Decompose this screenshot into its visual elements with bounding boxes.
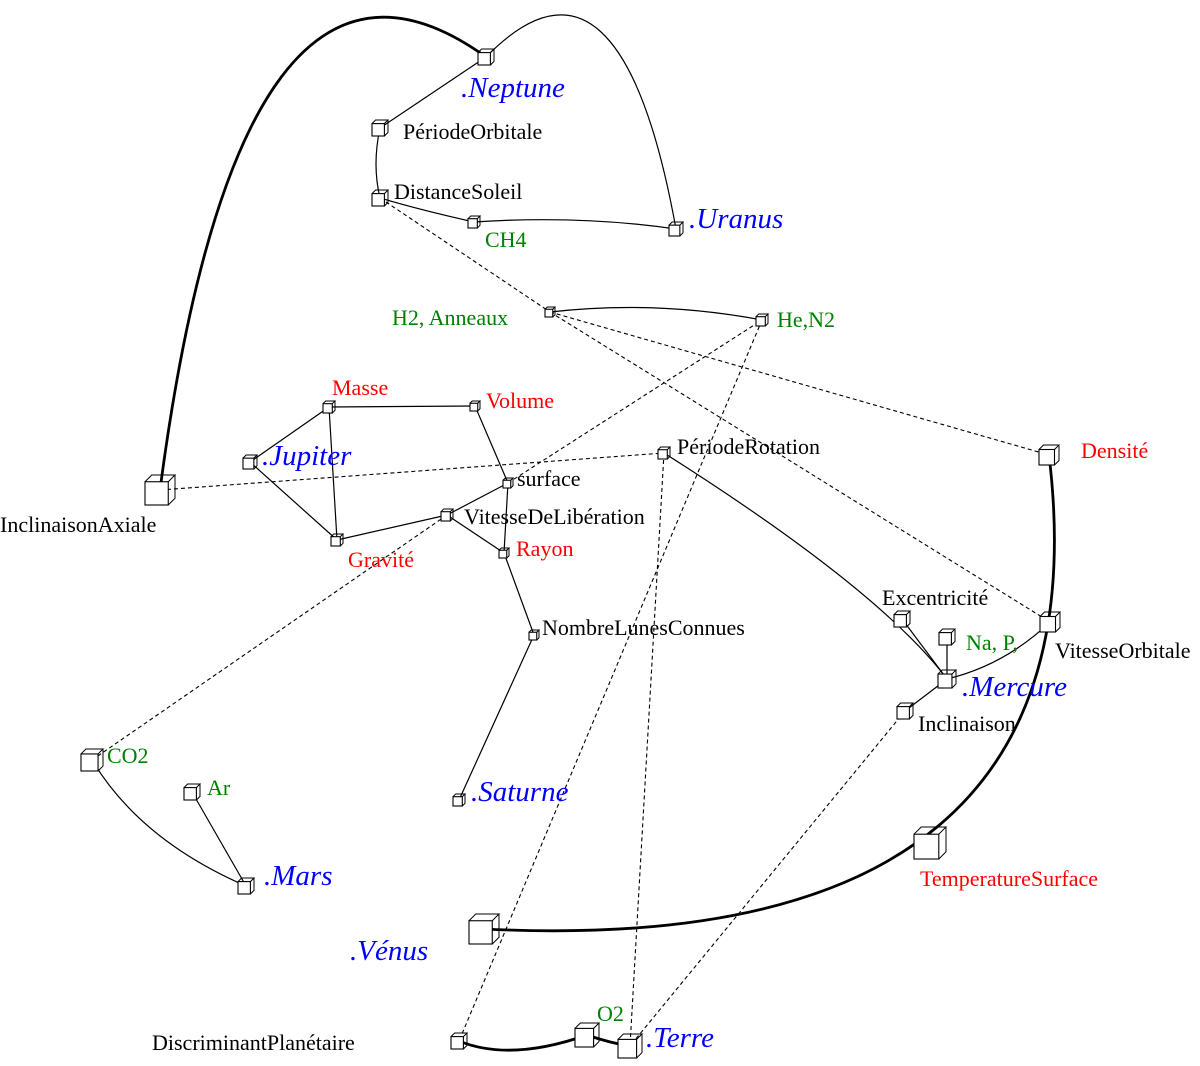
edges-layer bbox=[91, 14, 1056, 1052]
node-gravite[interactable] bbox=[330, 533, 345, 547]
node-vitesse-orbitale[interactable] bbox=[1039, 611, 1062, 633]
node-distance-soleil[interactable] bbox=[371, 189, 390, 207]
node-inclinaison-axiale[interactable] bbox=[144, 474, 177, 506]
edge-periode-rotation-to-terre bbox=[629, 452, 665, 1047]
node-discriminant[interactable] bbox=[450, 1032, 469, 1050]
node-na-p[interactable] bbox=[938, 628, 957, 646]
edge-nombre-lunes-to-saturne bbox=[458, 634, 535, 801]
edge-h2-anneaux-to-densite bbox=[549, 311, 1050, 456]
edge-inclinaison-axiale-to-periode-rotation bbox=[159, 452, 665, 491]
node-o2[interactable] bbox=[574, 1022, 601, 1048]
edge-inclinaison-axiale-to-neptune bbox=[158, 16, 487, 491]
node-inclinaison[interactable] bbox=[896, 702, 915, 720]
label-rayon: Rayon bbox=[516, 536, 574, 561]
edge-neptune-to-periode-orbitale bbox=[379, 56, 487, 129]
edge-neptune-to-uranus bbox=[485, 14, 677, 230]
label-gravite: Gravité bbox=[348, 547, 414, 572]
node-he-n2[interactable] bbox=[755, 313, 770, 327]
label-discriminant: DiscriminantPlanétaire bbox=[152, 1030, 355, 1055]
edge-distance-soleil-to-h2-anneaux bbox=[379, 197, 551, 313]
node-terre[interactable] bbox=[617, 1033, 644, 1059]
label-inclinaison-axiale: InclinaisonAxiale bbox=[0, 512, 157, 537]
node-venus[interactable] bbox=[468, 913, 501, 945]
edge-h2-anneaux-to-vitesse-orbitale bbox=[549, 311, 1051, 623]
node-mercure[interactable] bbox=[937, 669, 958, 689]
edge-jupiter-to-masse bbox=[249, 406, 330, 463]
label-inclinaison: Inclinaison bbox=[918, 711, 1016, 736]
label-vitesse-liberation: VitesseDeLibération bbox=[464, 504, 645, 529]
label-saturne: .Saturne bbox=[471, 776, 569, 808]
edge-surface-to-he-n2 bbox=[507, 319, 763, 484]
node-periode-orbitale[interactable] bbox=[371, 119, 390, 137]
node-nombre-lunes[interactable] bbox=[528, 629, 541, 641]
label-distance-soleil: DistanceSoleil bbox=[394, 179, 523, 204]
node-periode-rotation[interactable] bbox=[657, 446, 672, 460]
edge-surface-to-vitesse-liberation bbox=[446, 482, 509, 516]
edge-densite-to-venus bbox=[483, 454, 1056, 933]
node-surface[interactable] bbox=[502, 477, 515, 489]
label-ar: Ar bbox=[207, 775, 231, 800]
node-mars[interactable] bbox=[237, 877, 256, 895]
node-temperature-surface[interactable] bbox=[913, 826, 948, 860]
label-periode-rotation: PériodeRotation bbox=[677, 434, 820, 459]
node-rayon[interactable] bbox=[498, 547, 511, 559]
node-saturne[interactable] bbox=[452, 793, 467, 807]
edge-discriminant-to-o2 bbox=[458, 1033, 588, 1052]
node-h2-anneaux[interactable] bbox=[544, 306, 557, 318]
node-neptune[interactable] bbox=[477, 48, 496, 66]
edge-h2-anneaux-to-he-n2 bbox=[549, 306, 763, 321]
node-ch4[interactable] bbox=[467, 215, 482, 229]
label-excentricite: Excentricité bbox=[882, 585, 989, 610]
label-he-n2: He,N2 bbox=[777, 307, 836, 332]
edge-ar-to-mars bbox=[191, 791, 247, 887]
label-periode-orbitale: PériodeOrbitale bbox=[403, 119, 543, 144]
edge-periode-orbitale-to-distance-soleil bbox=[375, 127, 381, 199]
edge-vitesse-liberation-to-rayon bbox=[446, 514, 505, 554]
edge-excentricite-to-mercure bbox=[901, 618, 948, 680]
label-neptune: .Neptune bbox=[461, 72, 565, 104]
label-volume: Volume bbox=[486, 388, 555, 413]
nodes-layer bbox=[80, 48, 1062, 1059]
edge-vitesse-liberation-to-gravite bbox=[336, 514, 448, 541]
node-uranus[interactable] bbox=[668, 221, 685, 237]
edge-co2-to-mars bbox=[91, 759, 247, 887]
edge-masse-to-gravite bbox=[328, 406, 338, 541]
label-co2: CO2 bbox=[107, 743, 149, 768]
label-uranus: .Uranus bbox=[689, 203, 784, 235]
label-mars: .Mars bbox=[264, 860, 333, 892]
edge-periode-rotation-to-mercure bbox=[663, 452, 948, 680]
edge-surface-to-rayon bbox=[503, 482, 509, 554]
node-masse[interactable] bbox=[322, 400, 337, 414]
label-surface: surface bbox=[517, 466, 581, 491]
label-vitesse-orbitale: VitesseOrbitale bbox=[1055, 638, 1191, 663]
label-jupiter: .Jupiter bbox=[262, 440, 352, 472]
label-densite: Densité bbox=[1081, 438, 1149, 463]
edge-rayon-to-nombre-lunes bbox=[503, 552, 535, 636]
label-venus: .Vénus bbox=[350, 935, 429, 967]
label-ch4: CH4 bbox=[485, 227, 527, 252]
label-o2: O2 bbox=[597, 1001, 624, 1026]
node-excentricite[interactable] bbox=[893, 610, 912, 628]
node-densite[interactable] bbox=[1038, 444, 1061, 466]
node-vitesse-liberation[interactable] bbox=[440, 508, 455, 522]
node-co2[interactable] bbox=[80, 748, 105, 772]
node-volume[interactable] bbox=[469, 400, 482, 412]
node-jupiter[interactable] bbox=[242, 454, 259, 470]
label-nombre-lunes: NombreLunesConnues bbox=[542, 615, 745, 640]
edge-jupiter-to-gravite bbox=[249, 461, 338, 541]
label-mercure: .Mercure bbox=[962, 671, 1067, 703]
label-terre: .Terre bbox=[646, 1022, 714, 1054]
edge-co2-to-vitesse-liberation bbox=[91, 514, 448, 761]
edge-volume-to-surface bbox=[474, 405, 509, 484]
label-masse: Masse bbox=[332, 375, 389, 400]
label-h2-anneaux: H2, Anneaux bbox=[392, 305, 509, 330]
edge-masse-to-volume bbox=[328, 405, 476, 408]
edge-he-n2-to-discriminant bbox=[458, 319, 763, 1042]
edge-ch4-to-uranus bbox=[473, 219, 677, 230]
node-ar[interactable] bbox=[183, 783, 202, 801]
label-na-p: Na, P, bbox=[966, 630, 1018, 655]
label-temperature-surface: TemperatureSurface bbox=[920, 866, 1099, 891]
edge-inclinaison-to-terre bbox=[629, 710, 906, 1047]
